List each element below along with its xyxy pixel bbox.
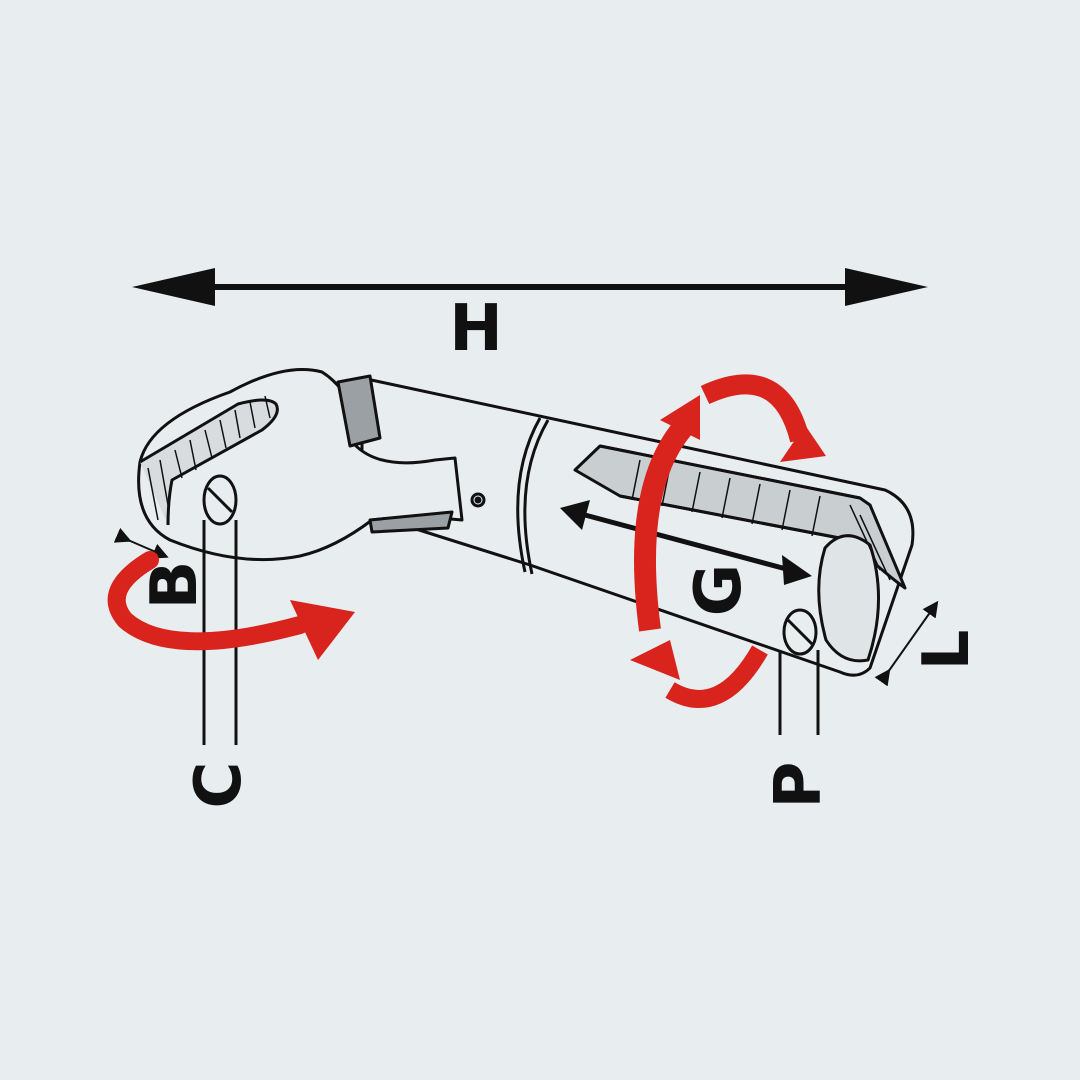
jaw-hatching [147, 395, 271, 521]
dimension-l [874, 600, 939, 687]
length-h-arrow [132, 268, 928, 306]
dimension-b [113, 527, 169, 559]
blade-hatching [631, 459, 891, 581]
rotation-arrow-right [630, 374, 826, 708]
screw-c [202, 474, 238, 745]
label-c: C [182, 762, 256, 809]
label-l: L [910, 630, 984, 671]
dimension-g [560, 500, 812, 585]
screw-p [778, 608, 820, 735]
label-h: H [449, 292, 503, 366]
label-g: G [682, 564, 756, 617]
label-p: P [762, 762, 836, 809]
rotation-arrow-left [107, 551, 355, 660]
